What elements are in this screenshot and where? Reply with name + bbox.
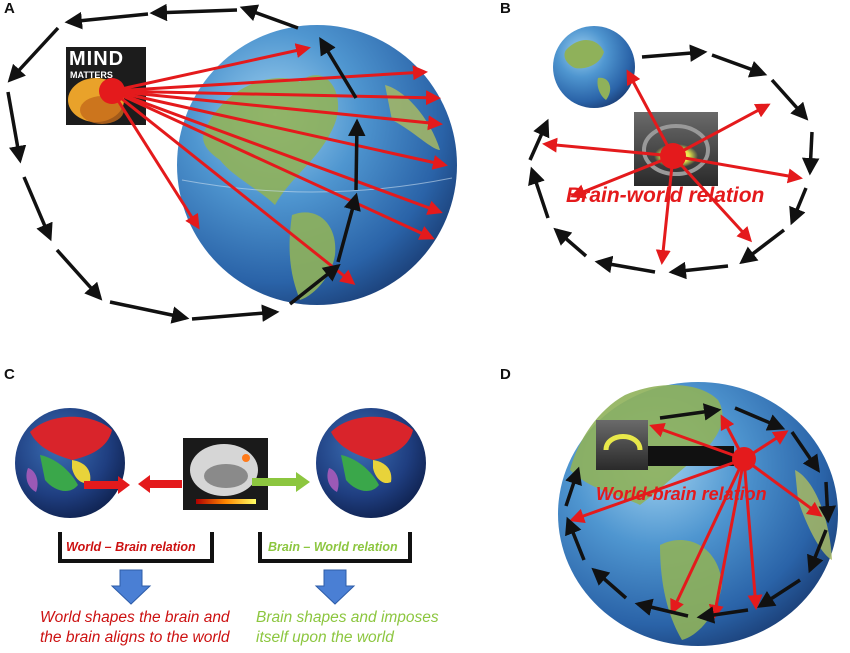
red-arrows-c (84, 475, 182, 494)
world-shapes-brain-caption-line1: World shapes the brain and (40, 609, 230, 626)
brain-mri-c (183, 438, 268, 510)
brain-shapes-world-caption-line1: Brain shapes and imposes (256, 609, 439, 626)
red-arrows-d (569, 414, 823, 620)
left-bracket (58, 532, 214, 563)
brain-mri-d (596, 420, 734, 470)
green-arrow-c (252, 472, 310, 492)
black-cycle-arrows-d (564, 403, 837, 624)
red-arrows-a (110, 43, 448, 285)
right-down-arrow (314, 569, 356, 605)
red-arrows-b (542, 69, 803, 265)
left-down-arrow (110, 569, 152, 605)
globe-c-left (15, 408, 125, 518)
brain-shapes-world-caption: Brain shapes and imposes itself upon the… (256, 608, 439, 648)
right-bracket (258, 532, 412, 563)
panel-a (6, 3, 457, 324)
brain-source-dot-d (732, 447, 756, 471)
world-shapes-brain-caption-line2: the brain aligns to the world (40, 629, 230, 646)
globe-b-small (553, 26, 635, 108)
mind-matters-logo-subtitle: MATTERS (70, 70, 113, 80)
panel-d (558, 382, 838, 646)
brain-source-dot-a (99, 78, 125, 104)
panel-b (528, 26, 820, 280)
world-brain-relation-label: World – Brain relation (66, 540, 196, 554)
world-shapes-brain-caption: World shapes the brain and the brain ali… (40, 608, 230, 648)
panel-label-d: D (500, 366, 511, 383)
panel-label-a: A (4, 0, 15, 17)
panel-c (15, 408, 426, 605)
brain-shapes-world-caption-line2: itself upon the world (256, 629, 394, 646)
brain-world-relation-label-c: Brain – World relation (268, 540, 398, 554)
brain-world-relation-label: Brain-world relation (566, 184, 765, 207)
brain-source-dot-b (660, 143, 686, 169)
world-brain-relation-label-d: World-brain relation (596, 484, 767, 504)
globe-c-right (316, 408, 426, 518)
panel-label-c: C (4, 366, 15, 383)
mind-matters-logo-title: MIND (69, 48, 125, 70)
panel-label-b: B (500, 0, 511, 17)
black-cycle-arrows-b (528, 44, 820, 280)
black-cycle-arrows-a (6, 3, 366, 324)
